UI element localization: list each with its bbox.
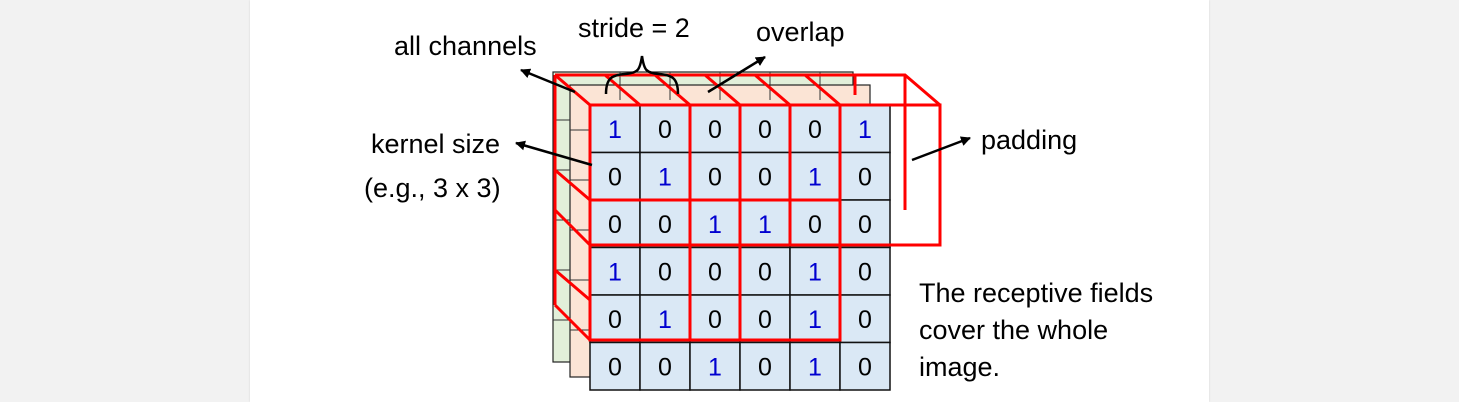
grid-cell-value: 0 bbox=[658, 211, 672, 239]
grid-cell bbox=[589, 341, 641, 391]
grid-cell bbox=[589, 151, 641, 201]
image-grid: 1 0 0 0 0 1 0 1 0 0 1 0 0 0 1 1 0 0 1 0 0 0 1 0 0 1 0 0 1 0 0 0 1 0 1 0 bbox=[589, 104, 891, 391]
grid-cell bbox=[789, 246, 841, 296]
grid-cell bbox=[739, 104, 791, 154]
grid-cell bbox=[689, 294, 741, 344]
grid-cell bbox=[589, 294, 641, 344]
receptive-field-1 bbox=[588, 103, 742, 247]
grid-cell-value: 1 bbox=[808, 163, 822, 191]
grid-cell-value: 0 bbox=[758, 116, 772, 144]
overlap-arrow bbox=[707, 55, 766, 94]
grid-cell-value: 1 bbox=[808, 353, 822, 381]
grid-cell bbox=[589, 246, 641, 296]
all-channels-arrow bbox=[520, 68, 576, 94]
caption-line-3: image. bbox=[919, 352, 1001, 382]
grid-cell bbox=[639, 341, 691, 391]
grid-cell-value: 0 bbox=[608, 353, 622, 381]
grid-cell-value: 1 bbox=[758, 211, 772, 239]
grid-cell-value: 0 bbox=[758, 163, 772, 191]
grid-cell-value: 0 bbox=[658, 258, 672, 286]
grid-cell bbox=[639, 151, 691, 201]
grid-cell-value: 0 bbox=[708, 116, 722, 144]
grid-cell-value: 0 bbox=[608, 211, 622, 239]
grid-cell-value: 1 bbox=[708, 353, 722, 381]
grid-cell-value: 1 bbox=[808, 306, 822, 334]
receptive-field-4 bbox=[588, 198, 742, 342]
grid-cell-value: 0 bbox=[808, 116, 822, 144]
stride-label: stride = 2 bbox=[578, 13, 690, 43]
grid-cell-value: 1 bbox=[808, 258, 822, 286]
kernel-size-arrow bbox=[515, 140, 593, 167]
kernel-size-label: kernel size bbox=[371, 129, 501, 159]
all-channels-label: all channels bbox=[394, 31, 537, 61]
stride-brace bbox=[604, 55, 680, 95]
grid-cell-value: 0 bbox=[758, 258, 772, 286]
grid-cell-value: 0 bbox=[708, 163, 722, 191]
grid-cell bbox=[789, 341, 841, 391]
grid-cell-value: 0 bbox=[608, 163, 622, 191]
grid-cell bbox=[639, 294, 691, 344]
grid-cell-value: 0 bbox=[658, 353, 672, 381]
grid-cell bbox=[689, 246, 741, 296]
grid-cell-value: 1 bbox=[858, 116, 872, 144]
caption-line-1: The receptive fields bbox=[919, 278, 1154, 308]
grid-cell-value: 0 bbox=[858, 211, 872, 239]
receptive-fields bbox=[588, 103, 942, 342]
grid-cell-value: 1 bbox=[708, 211, 722, 239]
grid-cell-value: 0 bbox=[758, 306, 772, 334]
grid-cell-value: 1 bbox=[608, 116, 622, 144]
grid-cell-value: 0 bbox=[858, 258, 872, 286]
receptive-field-back bbox=[553, 73, 941, 342]
grid-cell-value: 1 bbox=[658, 163, 672, 191]
overlap-label: overlap bbox=[756, 17, 845, 47]
annotation-arrows bbox=[515, 55, 971, 167]
grid-cell-value: 0 bbox=[658, 116, 672, 144]
grid-cell-value: 0 bbox=[708, 306, 722, 334]
grid-cell bbox=[839, 341, 891, 391]
grid-cell-value: 0 bbox=[808, 211, 822, 239]
grid-cell-value: 0 bbox=[858, 306, 872, 334]
grid-cell bbox=[789, 151, 841, 201]
grid-cell-value: 0 bbox=[708, 258, 722, 286]
grid-cell-value: 0 bbox=[858, 163, 872, 191]
kernel-size-example-label: (e.g., 3 x 3) bbox=[364, 173, 501, 203]
grid-cell-value: 0 bbox=[758, 353, 772, 381]
caption-line-2: cover the whole bbox=[919, 315, 1109, 345]
grid-cell-value: 1 bbox=[608, 258, 622, 286]
grid-cell-value: 0 bbox=[608, 306, 622, 334]
grid-cell-value: 1 bbox=[658, 306, 672, 334]
grid-cell-value: 0 bbox=[858, 353, 872, 381]
grid-cell bbox=[839, 294, 891, 344]
padding-label: padding bbox=[981, 125, 1078, 155]
grid-cell bbox=[689, 341, 741, 391]
padding-arrow bbox=[911, 136, 971, 162]
